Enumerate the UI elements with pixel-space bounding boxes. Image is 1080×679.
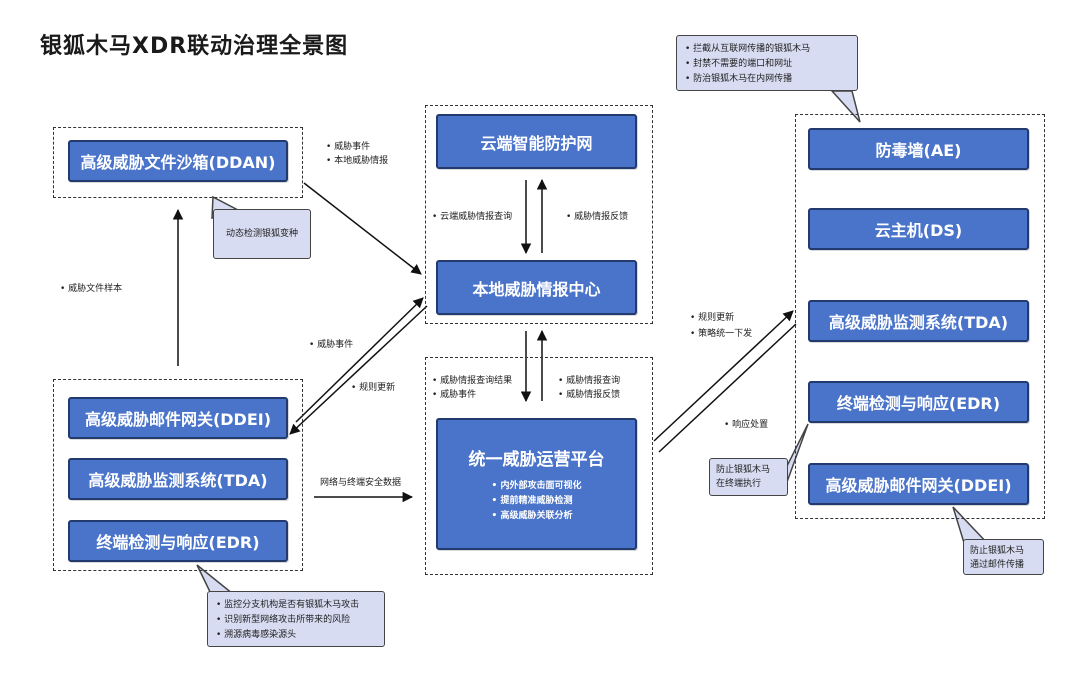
right-ddei-note: 防止银狐木马 通过邮件传播 [963, 539, 1044, 575]
platform-item: 高级威胁关联分析 [492, 508, 582, 521]
arrow-local-to-ddei [289, 305, 428, 435]
label-file-sample: 威胁文件样本 [60, 282, 122, 296]
platform-title: 统一威胁运营平台 [468, 450, 605, 470]
label-net-data: 网络与终端安全数据 [320, 476, 401, 490]
right-ddei-box: 高级威胁邮件网关(DDEI) [808, 463, 1029, 505]
left-tda-box: 高级威胁监测系统(TDA) [68, 458, 288, 500]
threat-ops-platform-box: 统一威胁运营平台 内外部攻击面可视化 提前精准威胁检测 高级威胁关联分析 [436, 418, 637, 550]
cloud-protection-box: 云端智能防护网 [436, 114, 637, 169]
arrow-platform-to-right-b [658, 323, 797, 453]
right-tda-box: 高级威胁监测系统(TDA) [808, 300, 1029, 342]
label-rule-update: 规则更新 [351, 381, 395, 395]
platform-group [425, 357, 653, 575]
left-ddei-box: 高级威胁邮件网关(DDEI) [68, 397, 288, 439]
right-note-item: 封禁不需要的端口和网址 [685, 57, 849, 72]
platform-item: 提前精准威胁检测 [492, 493, 582, 506]
label-line: 威胁文件样本 [60, 282, 122, 296]
label-line: 策略统一下发 [690, 326, 752, 342]
left-bottom-note: 监控分支机构是否有银狐木马攻击 识别新型网络攻击所带来的风险 溯源病毒感染源头 [207, 591, 385, 647]
label-line: 威胁情报反馈 [558, 388, 620, 402]
label-cloud-up: 威胁情报反馈 [566, 210, 628, 224]
label-cloud-down: 云端威胁情报查询 [432, 210, 512, 224]
page-title: 银狐木马XDR联动治理全景图 [40, 34, 349, 59]
local-intel-box: 本地威胁情报中心 [436, 260, 637, 315]
right-note-item: 拦截从互联网传播的银狐木马 [685, 42, 849, 57]
right-edr-note: 防止银狐木马 在终端执行 [709, 458, 788, 496]
sandbox-group [53, 127, 303, 198]
label-platform-left: 威胁情报查询结果 威胁事件 [432, 374, 512, 402]
right-system-group [795, 114, 1045, 519]
right-ds-box: 云主机(DS) [808, 208, 1029, 250]
left-system-group [53, 379, 303, 571]
right-note-item: 防治银狐木马在内网传播 [685, 72, 849, 87]
label-line: 规则更新 [690, 310, 752, 326]
label-platform-right: 威胁情报查询 威胁情报反馈 [558, 374, 620, 402]
arrow-sandbox-to-local [303, 182, 422, 275]
platform-item: 内外部攻击面可视化 [492, 478, 581, 491]
label-line: 威胁事件 [432, 388, 512, 402]
left-note-item: 溯源病毒感染源头 [216, 628, 376, 643]
label-line: 云端威胁情报查询 [432, 210, 512, 224]
label-line: 响应处置 [724, 418, 768, 432]
left-note-item: 识别新型网络攻击所带来的风险 [216, 613, 376, 628]
left-edr-box: 终端检测与响应(EDR) [68, 520, 288, 562]
label-response: 响应处置 [724, 418, 768, 432]
label-line: 威胁情报查询 [558, 374, 620, 388]
sandbox-note: 动态检测银狐变种 [213, 209, 311, 259]
left-note-item: 监控分支机构是否有银狐木马攻击 [216, 598, 376, 613]
arrow-ddei-to-local [295, 297, 424, 423]
right-ae-box: 防毒墙(AE) [808, 128, 1029, 170]
label-line: 威胁情报反馈 [566, 210, 628, 224]
label-line: 威胁情报查询结果 [432, 374, 512, 388]
right-top-note: 拦截从互联网传播的银狐木马 封禁不需要的端口和网址 防治银狐木马在内网传播 [676, 35, 858, 91]
label-line: 规则更新 [351, 381, 395, 395]
label-threat-event: 威胁事件 [309, 338, 353, 352]
label-sandbox-to-local: 威胁事件 本地威胁情报 [326, 140, 388, 168]
intel-group [425, 105, 653, 324]
label-right-top: 规则更新 策略统一下发 [690, 310, 752, 342]
label-line: 威胁事件 [326, 140, 388, 154]
label-line: 本地威胁情报 [326, 154, 388, 168]
right-edr-box: 终端检测与响应(EDR) [808, 381, 1029, 423]
label-line: 网络与终端安全数据 [320, 478, 402, 488]
label-line: 威胁事件 [309, 338, 353, 352]
sandbox-note-text: 动态检测银狐变种 [225, 228, 298, 239]
sandbox-box: 高级威胁文件沙箱(DDAN) [68, 140, 288, 182]
